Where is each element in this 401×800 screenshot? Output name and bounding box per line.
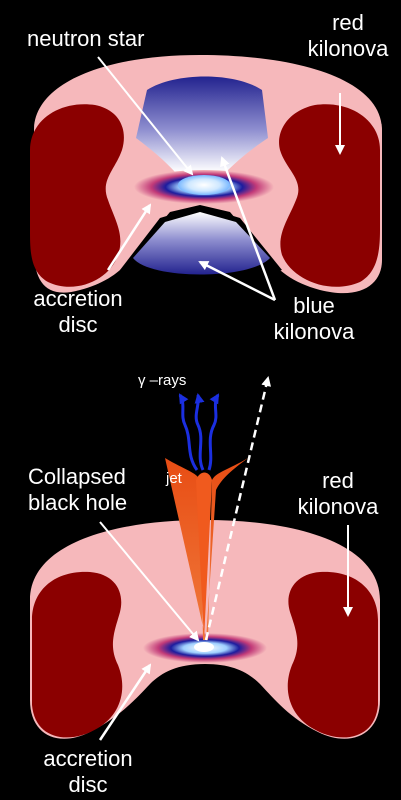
label-jet: jet [166, 470, 182, 488]
label-accretion-disc-top: accretion disc [20, 286, 136, 338]
label-blue-kilonova-line2: kilonova [262, 319, 366, 345]
label-accretion-disc-bottom-line1: accretion [30, 746, 146, 772]
label-collapsed-black-hole-line2: black hole [28, 490, 127, 516]
label-red-kilonova-top: red kilonova [300, 10, 396, 62]
gamma-ray-arrow-3 [209, 395, 218, 470]
label-red-kilonova-top-line2: kilonova [300, 36, 396, 62]
label-collapsed-black-hole-line1: Collapsed [28, 464, 127, 490]
label-red-kilonova-top-line1: red [300, 10, 396, 36]
label-red-kilonova-bottom: red kilonova [288, 468, 388, 520]
label-gamma-rays: γ –rays [138, 372, 186, 390]
label-blue-kilonova: blue kilonova [262, 293, 366, 345]
label-accretion-disc-top-line2: disc [20, 312, 136, 338]
gamma-ray-arrow-2 [196, 395, 203, 470]
neutron-star [178, 175, 230, 195]
black-hole [194, 642, 214, 652]
label-collapsed-black-hole: Collapsed black hole [28, 464, 127, 516]
label-accretion-disc-bottom-line2: disc [30, 772, 146, 798]
bottom-panel [30, 378, 380, 740]
label-red-kilonova-bottom-line2: kilonova [288, 494, 388, 520]
label-red-kilonova-bottom-line1: red [288, 468, 388, 494]
label-accretion-disc-bottom: accretion disc [30, 746, 146, 798]
red-kilonova-left-bottom [32, 572, 122, 738]
gamma-ray-arrow-1 [180, 395, 197, 470]
label-neutron-star: neutron star [27, 26, 144, 52]
red-kilonova-right-bottom [288, 572, 378, 738]
label-blue-kilonova-line1: blue [262, 293, 366, 319]
top-panel [30, 55, 382, 300]
label-accretion-disc-top-line1: accretion [20, 286, 136, 312]
